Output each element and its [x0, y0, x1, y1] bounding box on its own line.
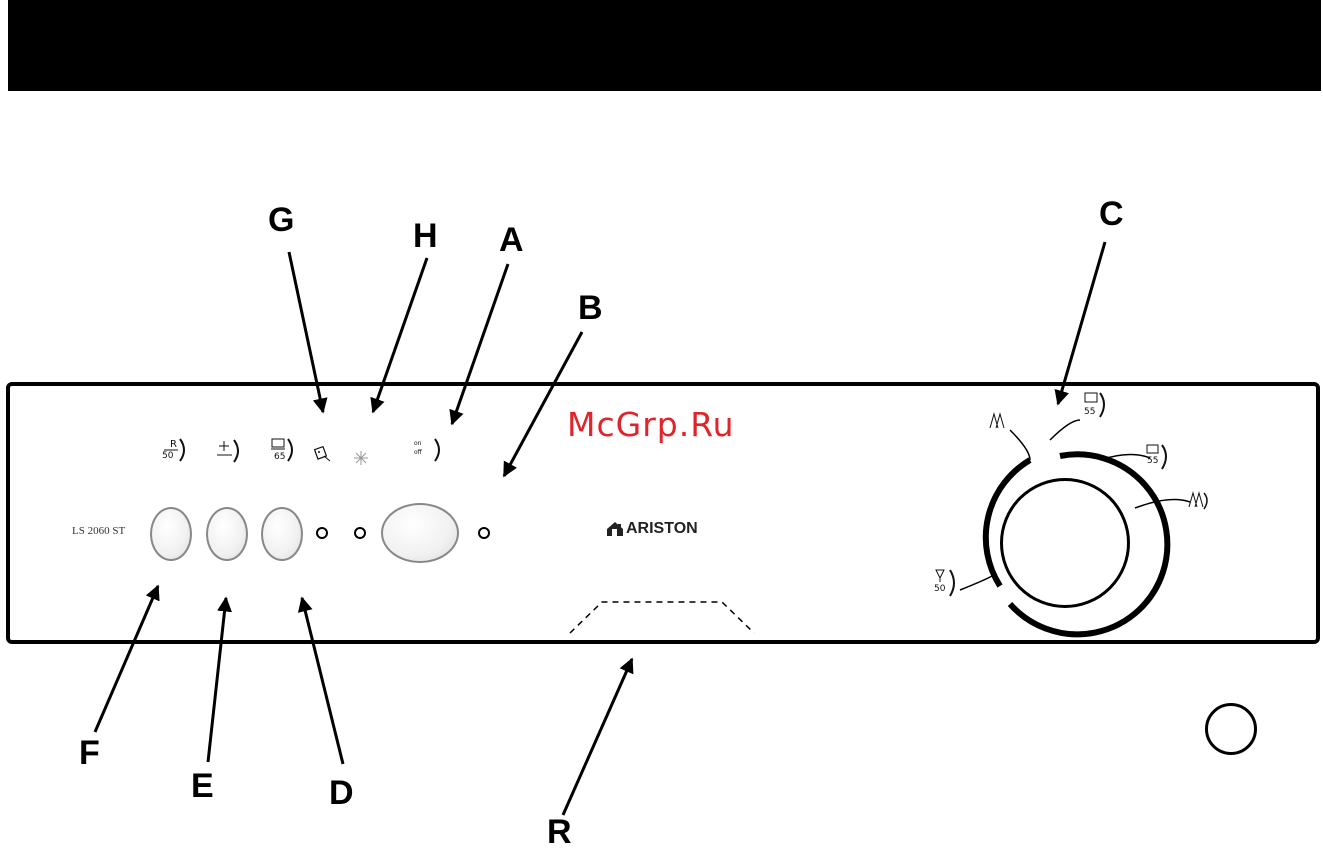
callout-label-e: E [191, 769, 214, 803]
arrow-r [563, 659, 632, 815]
arrow-g [289, 252, 323, 412]
arrow-a [452, 264, 508, 424]
callout-label-a: A [499, 223, 524, 257]
arrow-c [1058, 242, 1105, 404]
side-marker-circle [1205, 703, 1257, 755]
callout-label-f: F [79, 736, 100, 770]
callout-label-b: B [578, 291, 603, 325]
arrow-b [504, 332, 582, 476]
arrow-e [208, 598, 226, 762]
arrow-f [95, 586, 158, 732]
callout-label-r: R [547, 815, 572, 849]
callout-label-d: D [329, 776, 354, 810]
callout-label-c: C [1099, 197, 1124, 231]
arrow-d [302, 598, 343, 764]
arrow-h [373, 258, 427, 412]
callout-label-g: G [268, 203, 294, 237]
callout-label-h: H [413, 219, 438, 253]
